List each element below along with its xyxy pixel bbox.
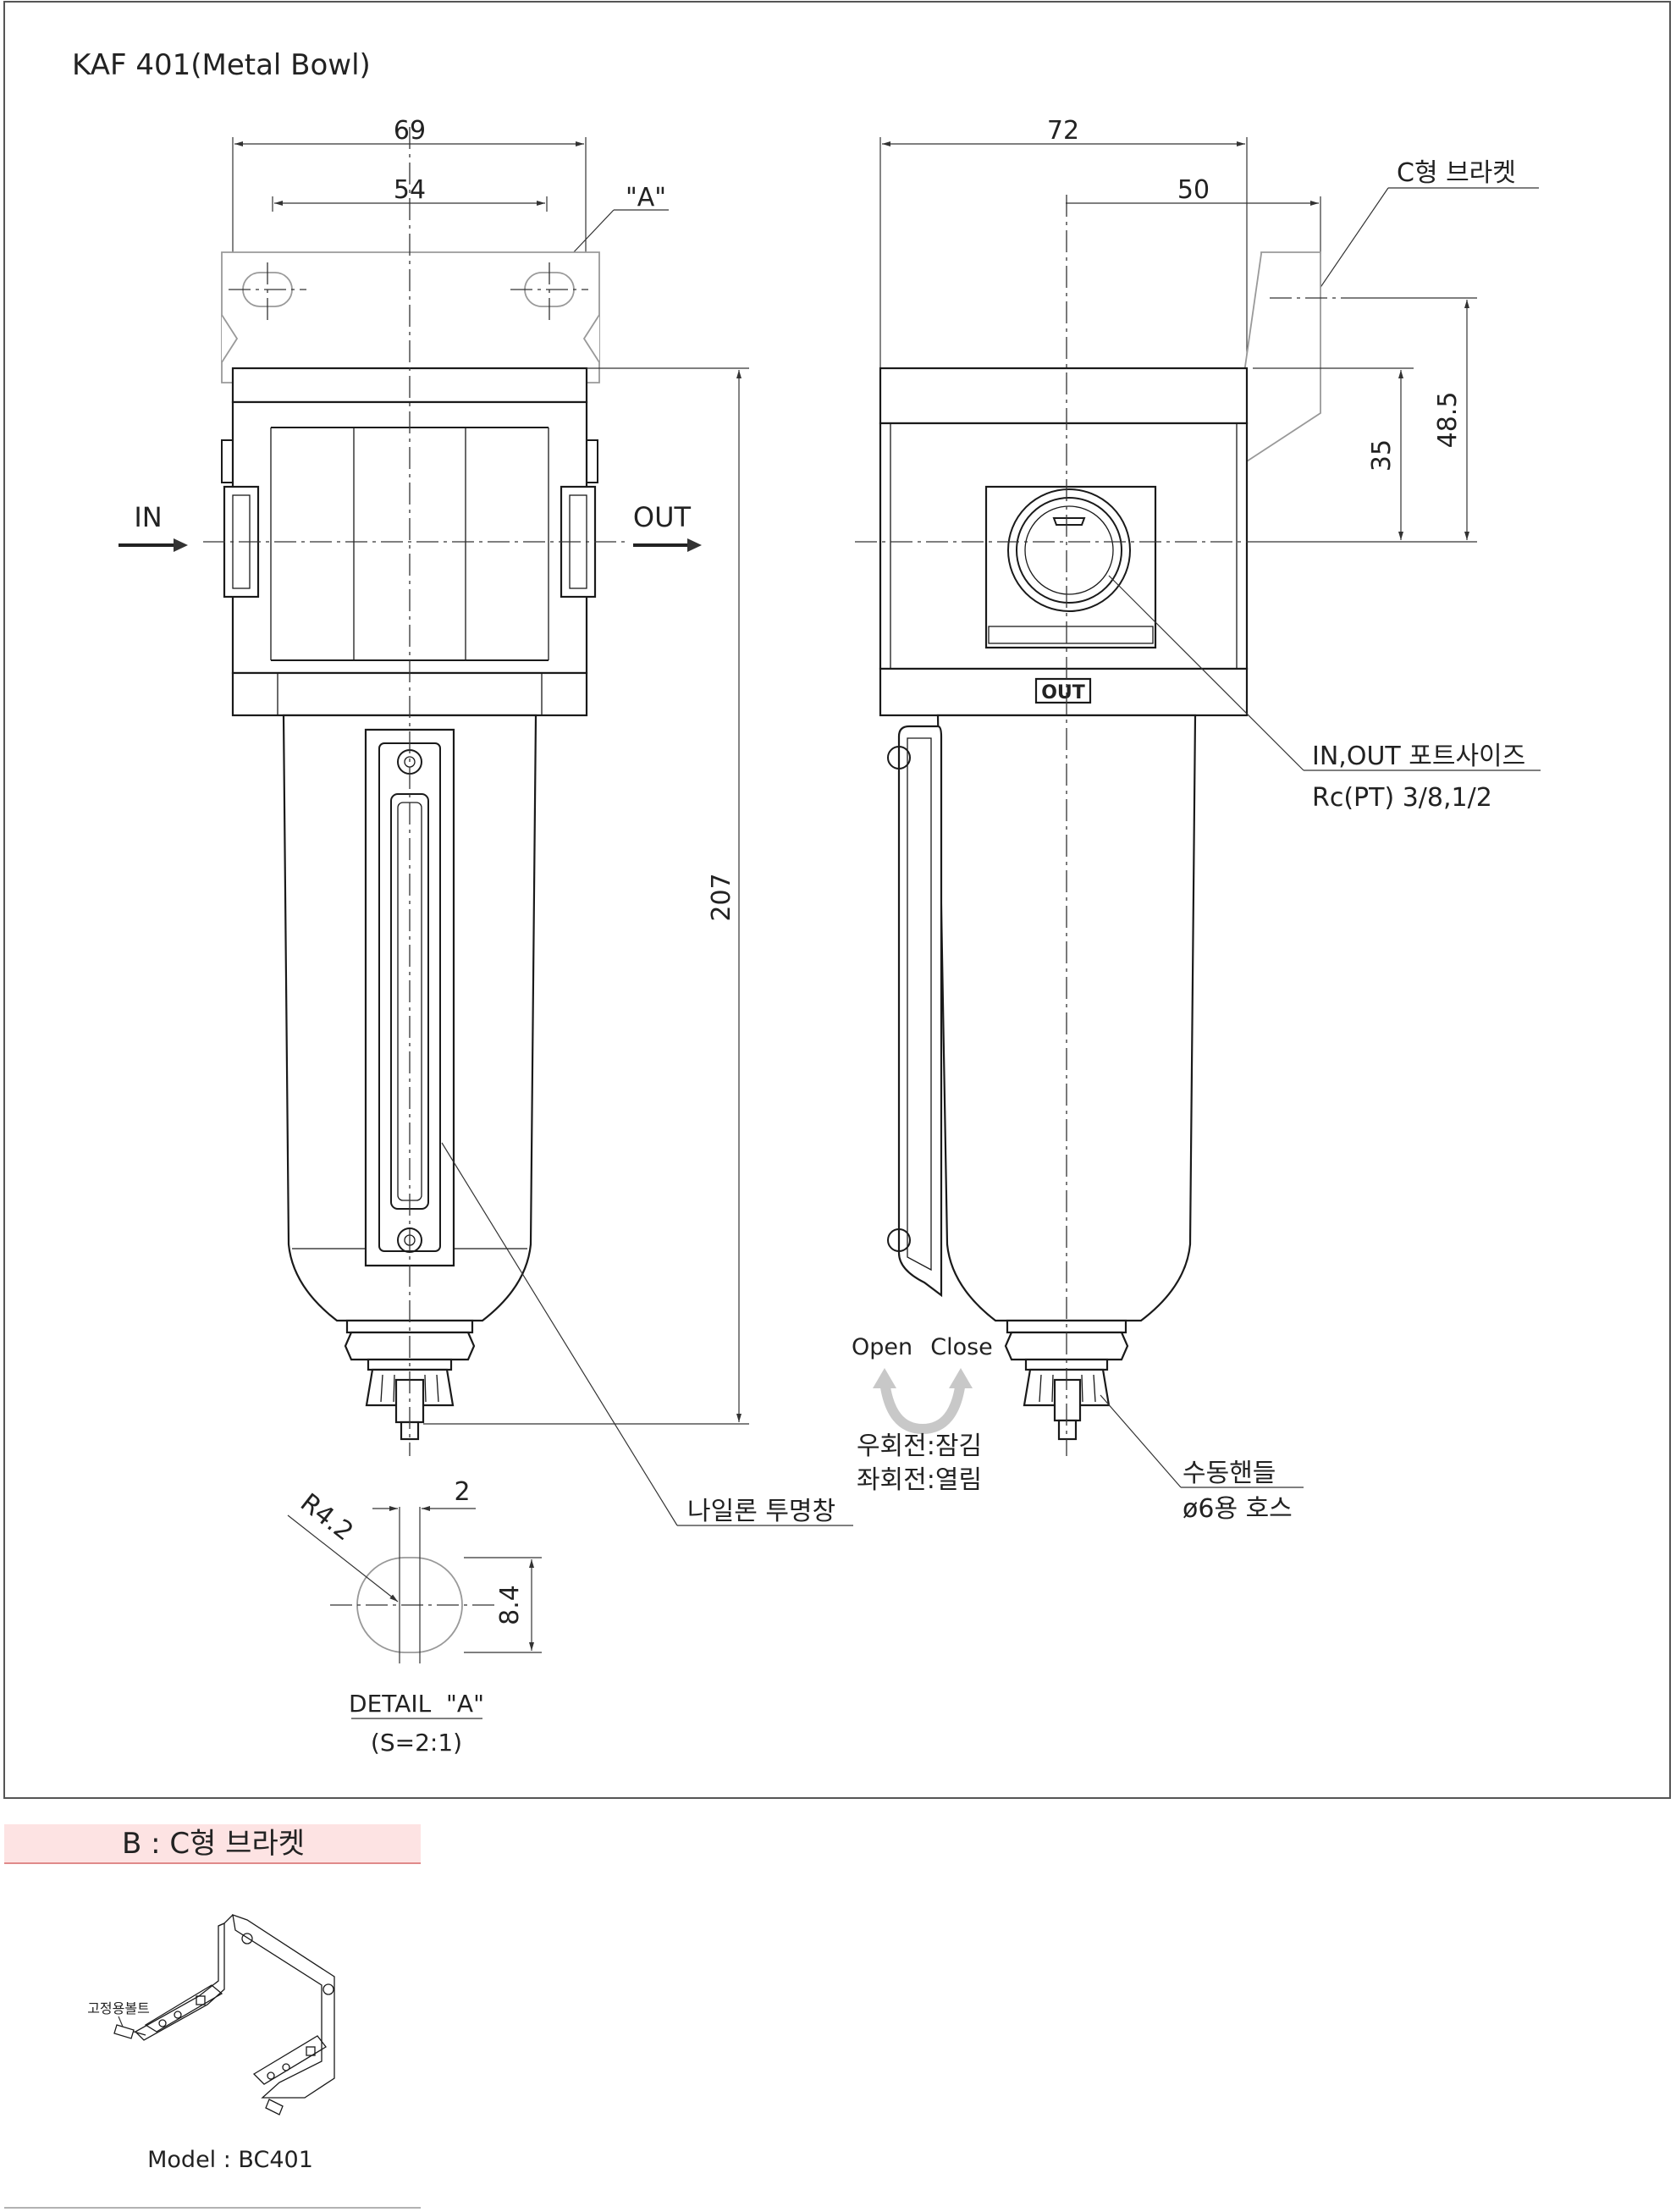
port-size: Rc(PT) 3/8,1/2 (1312, 783, 1492, 813)
side-view: 72 50 C형 브라켓 OUT (852, 116, 1541, 1524)
detail-a-ref: "A" (626, 183, 666, 212)
section-title: B : C형 브라켓 (122, 1827, 305, 1861)
cw-note: 우회전:잠김 (857, 1431, 982, 1461)
detail-a-title: DETAIL "A" (349, 1690, 484, 1718)
detail-a: 2 R4.2 8.4 DETAIL "A" (S=2:1) (287, 1477, 542, 1757)
close-label: Close (930, 1334, 993, 1360)
dim-2: 2 (454, 1477, 470, 1507)
drawing-frame (3, 1, 1671, 1799)
dim-8-4: 8.4 (495, 1585, 525, 1625)
handle-label: 수동핸들 (1183, 1459, 1276, 1488)
ccw-note: 좌회전:열림 (857, 1465, 982, 1495)
front-view: 69 54 "A" (119, 116, 853, 1526)
radius-r4-2: R4.2 (295, 1488, 359, 1547)
open-label: Open (852, 1334, 912, 1360)
section-header-bg (4, 1824, 421, 1863)
out-label: OUT (633, 501, 692, 533)
drawing-title: KAF 401(Metal Bowl) (72, 48, 371, 82)
rotate-arrows-icon (873, 1368, 973, 1435)
in-label: IN (134, 501, 162, 533)
port-label: IN,OUT 포트사이즈 (1312, 742, 1525, 771)
dim-35: 35 (1367, 439, 1397, 472)
dim-72: 72 (1047, 116, 1079, 146)
out-mark: OUT (1041, 682, 1085, 703)
hose-label: ø6용 호스 (1183, 1494, 1293, 1524)
dim-50: 50 (1177, 175, 1210, 205)
sight-glass-label: 나일론 투명창 (687, 1497, 835, 1526)
dim-48-5: 48.5 (1433, 392, 1463, 449)
bracket-label: C형 브라켓 (1397, 158, 1516, 188)
bolt-label: 고정용볼트 (87, 2000, 150, 2016)
dim-207: 207 (707, 873, 736, 921)
detail-a-scale: (S=2:1) (371, 1729, 462, 1757)
accessory-section: B : C형 브라켓 고정용볼트 Model : BC401 (4, 1824, 421, 2209)
model-label: Model : BC401 (147, 2147, 313, 2173)
c-bracket-illustration (113, 1914, 335, 2115)
